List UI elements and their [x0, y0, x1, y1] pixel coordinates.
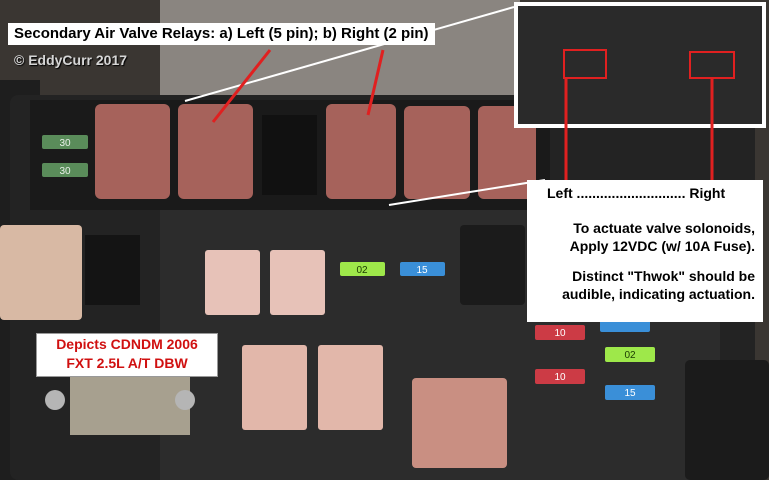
maxi-fuse-1 [205, 250, 260, 315]
fuse-green-middle-label: 02 [356, 265, 368, 276]
fuse-red-right-2: 10 [535, 369, 585, 384]
callout-actuate-line2: Apply 12VDC (w/ 10A Fuse). [569, 238, 755, 254]
instruction-callout: Left ............................ Right … [527, 180, 763, 322]
maxi-fuse-4 [318, 345, 383, 430]
inset-image [518, 6, 762, 124]
relay-4 [404, 106, 470, 199]
pointer-right-relay [366, 49, 385, 116]
callout-distinct-line1: Distinct "Thwok" should be [572, 268, 755, 284]
maxi-fuse-5 [412, 378, 507, 468]
depicts-line1: Depicts CDNDM 2006 [56, 336, 198, 352]
relay-large-left [0, 225, 82, 320]
hood-area [160, 0, 520, 95]
fuse-red-right-2-label: 10 [554, 372, 566, 383]
fuse-blue-middle: 15 [400, 262, 445, 276]
fuse-top-left-1-label: 30 [59, 138, 71, 149]
fuse-blue-right: 15 [605, 385, 655, 400]
fuse-blue-middle-label: 15 [416, 265, 428, 276]
callout-actuate-line1: To actuate valve solonoids, [573, 220, 755, 236]
relay-1 [95, 104, 170, 199]
fuse-green-right-label: 02 [624, 350, 636, 361]
fuse-red-right-1-label: 10 [554, 328, 566, 339]
inset-terminal-left [563, 49, 607, 79]
bolt-right [175, 390, 195, 410]
depicts-label: Depicts CDNDM 2006 FXT 2.5L A/T DBW [36, 333, 218, 377]
copyright-text: © EddyCurr 2017 [14, 52, 128, 68]
connector-left [85, 235, 140, 305]
relay-socket-empty [262, 115, 317, 195]
maxi-fuse-3 [242, 345, 307, 430]
fuse-green-right: 02 [605, 347, 655, 362]
fuse-top-left-2-label: 30 [59, 166, 71, 177]
callout-distinct-line2: audible, indicating actuation. [562, 286, 755, 302]
relay-left-secondary-air [178, 104, 253, 199]
pointer-left-relay [211, 49, 272, 123]
relay-right-secondary-air [326, 104, 396, 199]
fuse-top-left-1: 30 [42, 135, 88, 149]
relay-dark-bottom-right [685, 360, 769, 480]
relay-dark-right [460, 225, 525, 305]
inset-leader-top [184, 6, 515, 102]
fuse-top-left-2: 30 [42, 163, 88, 177]
maxi-fuse-2 [270, 250, 325, 315]
fuse-blue-right-label: 15 [624, 388, 636, 399]
depicts-line2: FXT 2.5L A/T DBW [66, 355, 188, 371]
bolt-left [45, 390, 65, 410]
bracket [70, 375, 190, 435]
callout-left-right-label: Left ............................ Right [547, 185, 726, 201]
title-label: Secondary Air Valve Relays: a) Left (5 p… [8, 23, 435, 45]
inset-leader-bottom [388, 179, 546, 206]
fuse-red-right-1: 10 [535, 325, 585, 340]
relay-5 [478, 106, 536, 199]
fuse-green-middle: 02 [340, 262, 385, 276]
